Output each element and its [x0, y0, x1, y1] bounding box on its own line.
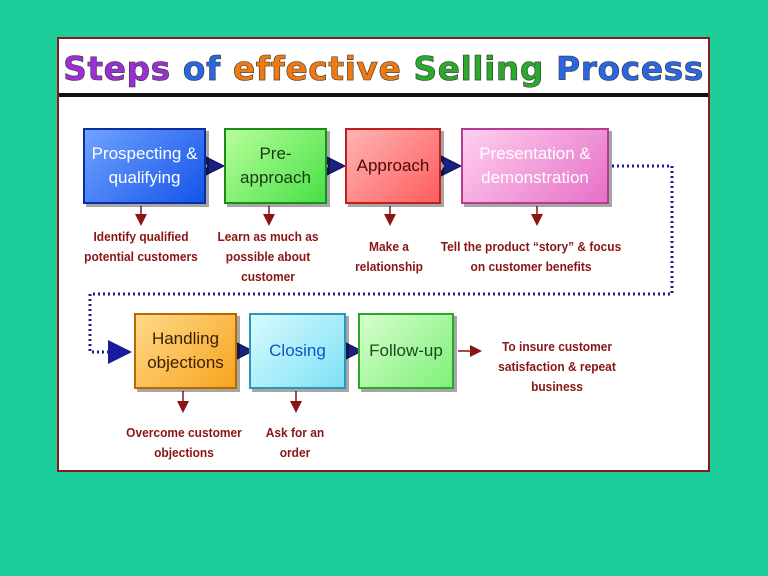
step-box-closing: Closing: [249, 313, 346, 389]
title-divider: [59, 93, 708, 97]
step-caption-follow-up: To insure customer satisfaction & repeat…: [498, 339, 616, 394]
step-label-approach: Approach: [356, 156, 430, 175]
step-box-follow-up: Follow-up: [358, 313, 454, 389]
step-caption-presentation: Tell the product “story” & focus on cust…: [440, 239, 622, 274]
step-label-prospecting: Prospecting & qualifying: [91, 144, 198, 187]
step-label-closing: Closing: [269, 341, 326, 360]
step-label-handling-objections: Handling objections: [147, 329, 224, 372]
step-caption-pre-approach: Learn as much as possible about customer: [217, 229, 319, 284]
step-label-follow-up: Follow-up: [369, 341, 443, 360]
dotted-connector: [88, 164, 674, 364]
step-label-pre-approach: Pre- approach: [240, 144, 311, 187]
step-caption-approach: Make a relationship: [355, 239, 423, 274]
step-box-approach: Approach: [345, 128, 441, 204]
step-box-handling-objections: Handling objections: [134, 313, 237, 389]
step-box-presentation: Presentation & demonstration: [461, 128, 609, 204]
step-caption-closing: Ask for an order: [265, 425, 325, 460]
title-word-process: Process: [556, 49, 704, 89]
diagram-title: Steps of effective Selling Process: [57, 44, 710, 94]
title-word-steps: Steps: [63, 49, 171, 89]
title-word-effective: effective: [232, 49, 402, 89]
step-box-prospecting: Prospecting & qualifying: [83, 128, 206, 204]
title-word-selling: Selling: [413, 49, 545, 89]
step-box-pre-approach: Pre- approach: [224, 128, 327, 204]
title-word-of: of: [182, 49, 221, 89]
slide-panel: [57, 37, 710, 472]
step-caption-handling-objections: Overcome customer objections: [126, 425, 242, 460]
step-label-presentation: Presentation & demonstration: [479, 144, 591, 187]
step-caption-prospecting: Identify qualified potential customers: [84, 229, 198, 264]
